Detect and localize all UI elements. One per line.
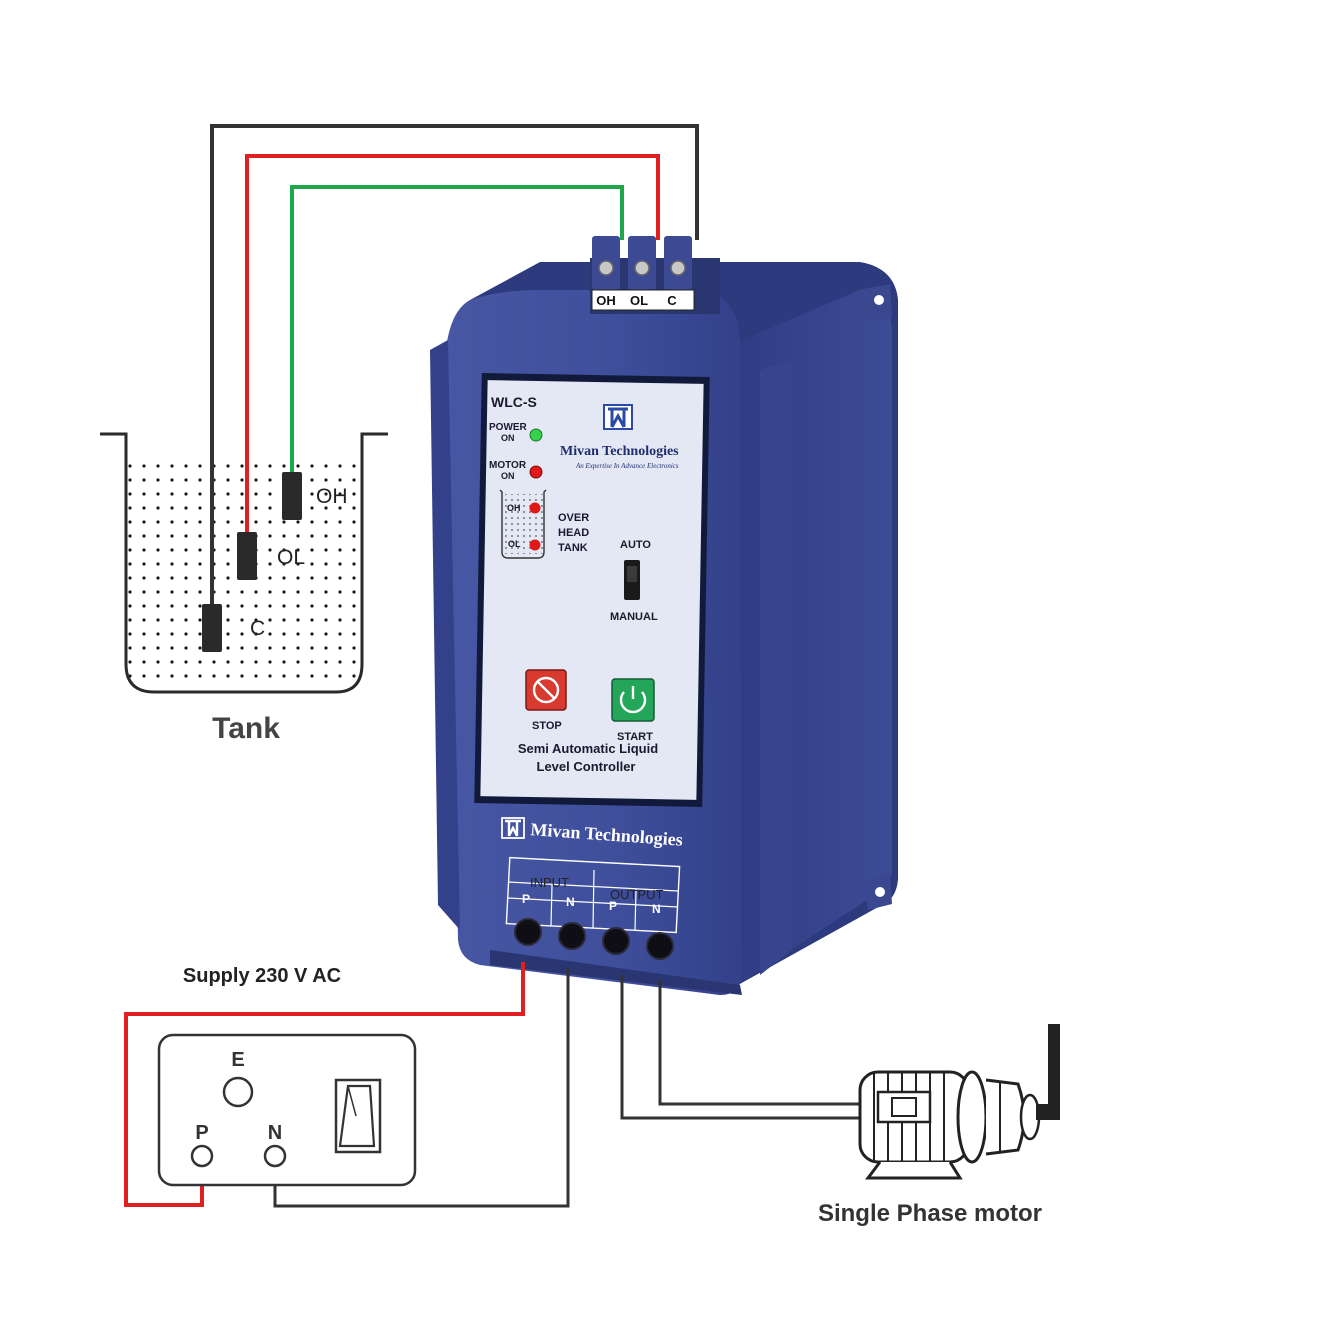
motor-label-text: Single Phase motor (818, 1200, 1042, 1227)
output-n-label: N (652, 902, 661, 916)
supply-label: Supply 230 V AC (183, 965, 341, 987)
manual-label: MANUAL (610, 611, 658, 623)
oh-indicator-label: OH (507, 503, 521, 513)
probe-oh (282, 472, 302, 520)
panel-brand: Mivan Technologies (560, 444, 679, 459)
terminal-screw-oh (598, 260, 614, 276)
wire-red-supply-p (124, 962, 525, 1207)
mount-hole-bottom (875, 887, 885, 897)
socket-n-label: N (268, 1122, 282, 1144)
input-label: INPUT (530, 875, 569, 890)
tank-indicator-label: TANK (558, 542, 588, 554)
panel-description-line2: Level Controller (537, 759, 636, 774)
panel-tagline: An Expertise In Advance Electronics (575, 462, 679, 470)
tank-outline (100, 432, 388, 694)
probe-c-label: C (250, 617, 265, 640)
panel-logo-icon (603, 404, 633, 430)
socket-p-label: P (195, 1122, 208, 1144)
terminal-label-strip (591, 289, 695, 311)
enclosure-flange (430, 340, 460, 930)
power-label: POWER (489, 422, 528, 433)
enclosure-bottom-lip (490, 950, 742, 995)
output-p-label: P (609, 899, 617, 913)
power-terminal-block: INPUT OUTPUT P N P N (505, 856, 681, 960)
single-phase-motor-icon (858, 1024, 1060, 1180)
auto-manual-switch[interactable] (624, 560, 640, 600)
input-p-label: P (522, 892, 530, 906)
power-terminal-label (505, 856, 681, 934)
socket-p-hole (190, 1144, 214, 1168)
ol-led (529, 539, 541, 551)
stop-icon (532, 676, 560, 704)
head-label: HEAD (558, 527, 589, 539)
terminal-label-oh: OH (596, 293, 616, 308)
motor-label: MOTOR (489, 460, 527, 471)
terminal-screw-c (670, 260, 686, 276)
top-terminal-block: OH OL C (590, 236, 720, 314)
auto-label: AUTO (620, 539, 651, 551)
enclosure-logo-icon (501, 817, 525, 839)
probe-oh-label: OH (316, 485, 348, 508)
motor-on-label: ON (501, 471, 515, 481)
terminal-label-ol: OL (630, 293, 648, 308)
wire-red-ol (245, 154, 660, 532)
socket-e-label: E (231, 1049, 244, 1071)
side-ridge (760, 360, 792, 975)
power-led (529, 428, 543, 442)
oh-led (529, 502, 541, 514)
probe-ol-label: OL (277, 546, 305, 569)
terminal-input-p (514, 918, 542, 946)
wire-black-motor-2 (658, 980, 860, 1106)
wire-black-c (210, 124, 699, 604)
terminal-screw-ol (634, 260, 650, 276)
terminal-label-c: C (667, 293, 677, 308)
output-label: OUTPUT (610, 887, 664, 902)
model-label: WLC-S (491, 394, 537, 410)
tank-title: Tank (212, 712, 280, 745)
power-icon (619, 691, 647, 714)
start-label: START (617, 731, 653, 743)
stop-button[interactable] (525, 669, 567, 711)
over-label: OVER (558, 512, 589, 524)
socket-earth-hole (222, 1076, 254, 1108)
wire-black-motor-1 (620, 975, 860, 1120)
probe-c (202, 604, 222, 652)
power-socket: E P N (157, 1033, 417, 1187)
mount-hole-top (874, 295, 884, 305)
probe-ol (237, 532, 257, 580)
ol-indicator-label: OL (508, 539, 521, 549)
terminal-input-n (558, 922, 586, 950)
socket-n-hole (263, 1144, 287, 1168)
terminal-output-p (602, 927, 630, 955)
panel-description-line1: Semi Automatic Liquid (518, 741, 658, 756)
input-n-label: N (566, 895, 575, 909)
start-button[interactable] (611, 678, 655, 722)
terminal-output-n (646, 932, 674, 960)
front-panel: WLC-S Mivan Technologies An Expertise In… (474, 373, 710, 807)
probe-wires (210, 124, 699, 604)
wire-green-oh (290, 185, 624, 472)
socket-switch-icon (334, 1078, 382, 1154)
stop-label: STOP (532, 720, 562, 732)
tank: OH OL C Tank (100, 432, 388, 745)
power-on-label: ON (501, 433, 515, 443)
motor-led (529, 465, 543, 479)
